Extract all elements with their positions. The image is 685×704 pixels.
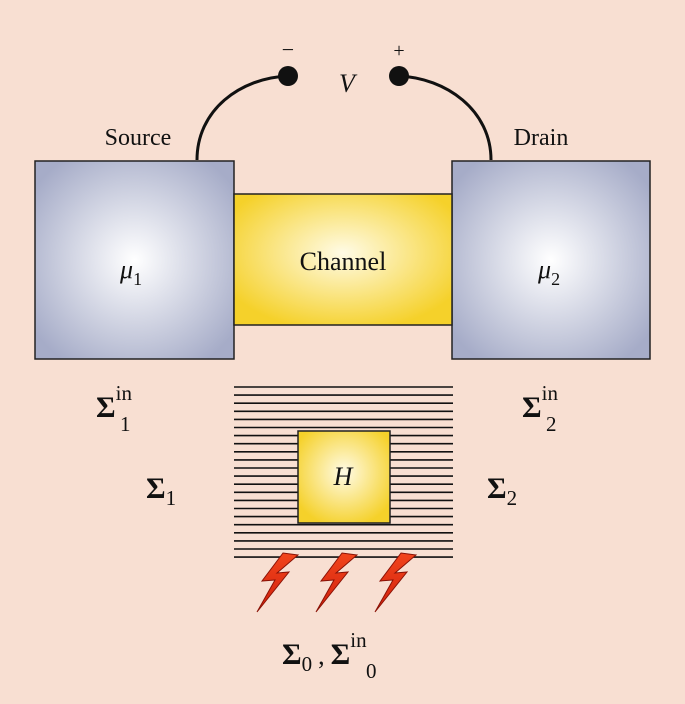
source-wire — [195, 74, 289, 161]
sigma-2-label: Σ2 — [487, 472, 517, 510]
channel-label: Channel — [300, 247, 387, 276]
drain-potential: μ2 — [537, 255, 560, 289]
plus-sign: + — [393, 40, 404, 62]
drain-wire — [398, 74, 493, 161]
source-contact — [34, 160, 235, 360]
source-potential: μ1 — [119, 255, 142, 289]
lightning-bolt-icon — [256, 552, 300, 613]
voltage-label: V — [339, 69, 358, 98]
minus-sign: − — [282, 37, 294, 62]
negative-terminal — [278, 66, 298, 86]
drain-label: Drain — [514, 125, 569, 151]
lightning-bolt-icon — [374, 552, 418, 613]
hamiltonian-label: H — [333, 462, 354, 491]
energy-level-lines — [234, 386, 453, 558]
source-label: Source — [105, 125, 172, 151]
positive-terminal — [389, 66, 409, 86]
channel-region — [233, 193, 453, 326]
drain-contact — [451, 160, 651, 360]
lightning-bolt-icon — [315, 552, 359, 613]
hamiltonian-box — [297, 430, 391, 524]
sigma-0-label: Σ0,Σin0 — [282, 628, 377, 683]
sigma-1-label: Σ1 — [146, 472, 176, 510]
